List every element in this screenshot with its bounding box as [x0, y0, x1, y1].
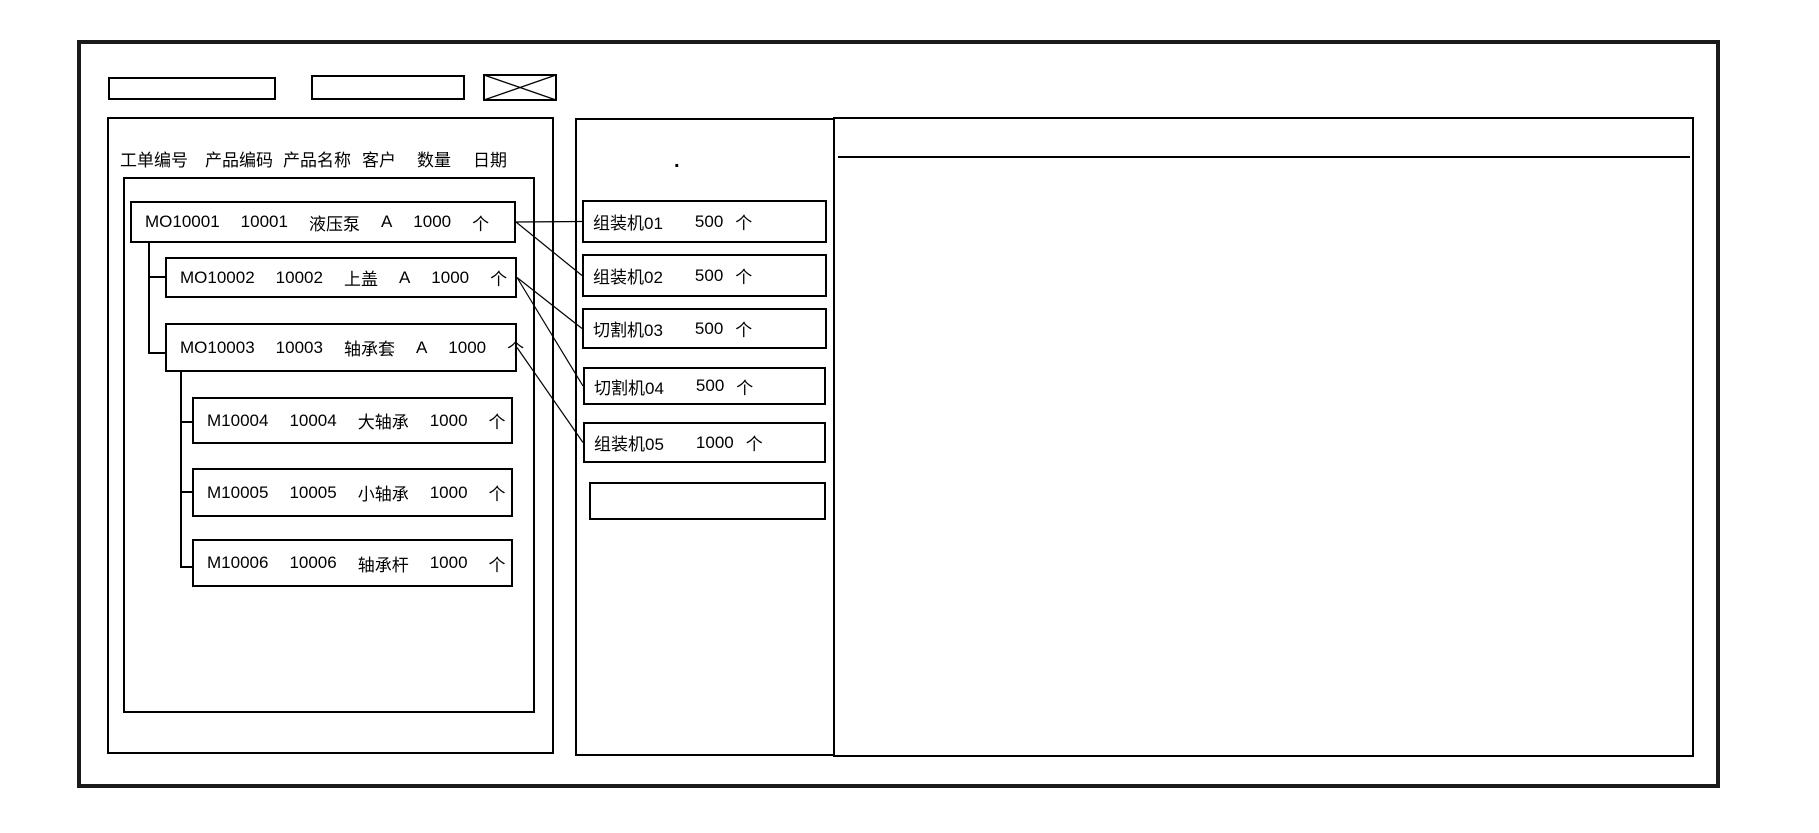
product-code: 10001	[240, 212, 288, 231]
work-order-row-MO10002[interactable]: MO10002 10002 上盖 A 1000 个	[165, 257, 517, 298]
machine-qty: 500	[695, 376, 725, 395]
machine-qty: 500	[694, 211, 724, 231]
machine-row-empty[interactable]	[589, 482, 826, 520]
machine-qty: 500	[694, 318, 724, 338]
machine-name: 切割机04	[594, 378, 664, 398]
product-code: 10003	[275, 337, 323, 357]
column-header-product-name: 产品名称	[283, 151, 351, 170]
unit: 个	[488, 485, 506, 504]
toolbar-field-1[interactable]	[108, 77, 276, 100]
product-name: 小轴承	[357, 485, 409, 504]
machine-row-04[interactable]: 切割机04 500 个	[583, 367, 826, 405]
x-image-placeholder-icon[interactable]	[483, 74, 557, 101]
product-code: 10005	[289, 482, 337, 502]
work-order-row-M10005[interactable]: M10005 10005 小轴承 1000 个	[192, 468, 513, 517]
column-header-qty: 数量	[417, 151, 451, 170]
customer: A	[415, 337, 428, 357]
product-name: 液压泵	[308, 214, 360, 234]
machine-name: 组装机02	[593, 268, 663, 287]
work-order-row-MO10003[interactable]: MO10003 10003 轴承套 A 1000 个	[165, 323, 524, 372]
order-no: M10006	[207, 553, 269, 572]
order-no: MO10001	[145, 212, 220, 231]
unit: 个	[488, 413, 506, 432]
product-code: 10004	[289, 410, 337, 430]
product-name: 轴承杆	[357, 555, 409, 575]
tree-connector-line	[180, 372, 182, 568]
product-name: 上盖	[343, 270, 378, 289]
tree-connector-line	[148, 243, 150, 354]
column-header-customer: 客户	[362, 151, 396, 170]
toolbar-field-2[interactable]	[311, 75, 465, 100]
order-no: M10005	[207, 482, 269, 502]
qty: 1000	[429, 553, 468, 572]
machine-qty: 500	[694, 265, 724, 285]
qty: 1000	[413, 212, 452, 231]
tree-connector-line	[180, 566, 193, 568]
schedule-panel-header-divider	[838, 156, 1690, 158]
order-no: M10004	[207, 410, 269, 430]
column-header-order-no: 工单编号	[120, 151, 188, 170]
qty: 1000	[448, 337, 487, 357]
column-header-product-code: 产品编码	[205, 151, 273, 170]
tree-connector-line	[148, 352, 166, 354]
tree-connector-line	[180, 421, 193, 423]
machine-unit: 个	[736, 378, 754, 398]
product-name: 大轴承	[357, 413, 409, 432]
customer: A	[380, 212, 393, 231]
product-code: 10002	[275, 267, 323, 287]
work-order-row-M10004[interactable]: M10004 10004 大轴承 1000 个	[192, 397, 513, 444]
work-order-row-M10006[interactable]: M10006 10006 轴承杆 1000 个	[192, 539, 513, 587]
machine-row-05[interactable]: 组装机05 1000 个	[583, 422, 826, 463]
machine-unit: 个	[735, 214, 753, 233]
product-name: 轴承套	[343, 340, 395, 359]
column-header-date: 日期	[473, 151, 507, 170]
machine-unit: 个	[745, 435, 763, 454]
schedule-panel	[833, 117, 1694, 757]
qty: 1000	[429, 410, 468, 430]
machine-name: 组装机01	[593, 214, 663, 233]
order-no: MO10002	[180, 267, 255, 287]
order-no: MO10003	[180, 337, 255, 357]
machine-row-01[interactable]: 组装机01 500 个	[582, 200, 827, 243]
machine-unit: 个	[735, 268, 753, 287]
product-code: 10006	[289, 553, 337, 572]
machine-row-03[interactable]: 切割机03 500 个	[582, 308, 827, 349]
tree-connector-line	[180, 491, 193, 493]
customer: A	[398, 267, 411, 287]
machine-qty: 1000	[695, 432, 734, 452]
tree-connector-line	[148, 276, 166, 278]
machine-row-02[interactable]: 组装机02 500 个	[582, 254, 827, 297]
unit: 个	[507, 340, 525, 359]
machine-unit: 个	[735, 321, 753, 340]
machine-name: 切割机03	[593, 321, 663, 340]
machine-name: 组装机05	[594, 435, 664, 454]
qty: 1000	[431, 267, 470, 287]
unit: 个	[472, 214, 490, 234]
unit: 个	[490, 270, 508, 289]
stray-dot: .	[674, 150, 680, 172]
qty: 1000	[429, 482, 468, 502]
work-order-row-MO10001[interactable]: MO10001 10001 液压泵 A 1000 个	[130, 201, 516, 243]
unit: 个	[488, 555, 506, 575]
